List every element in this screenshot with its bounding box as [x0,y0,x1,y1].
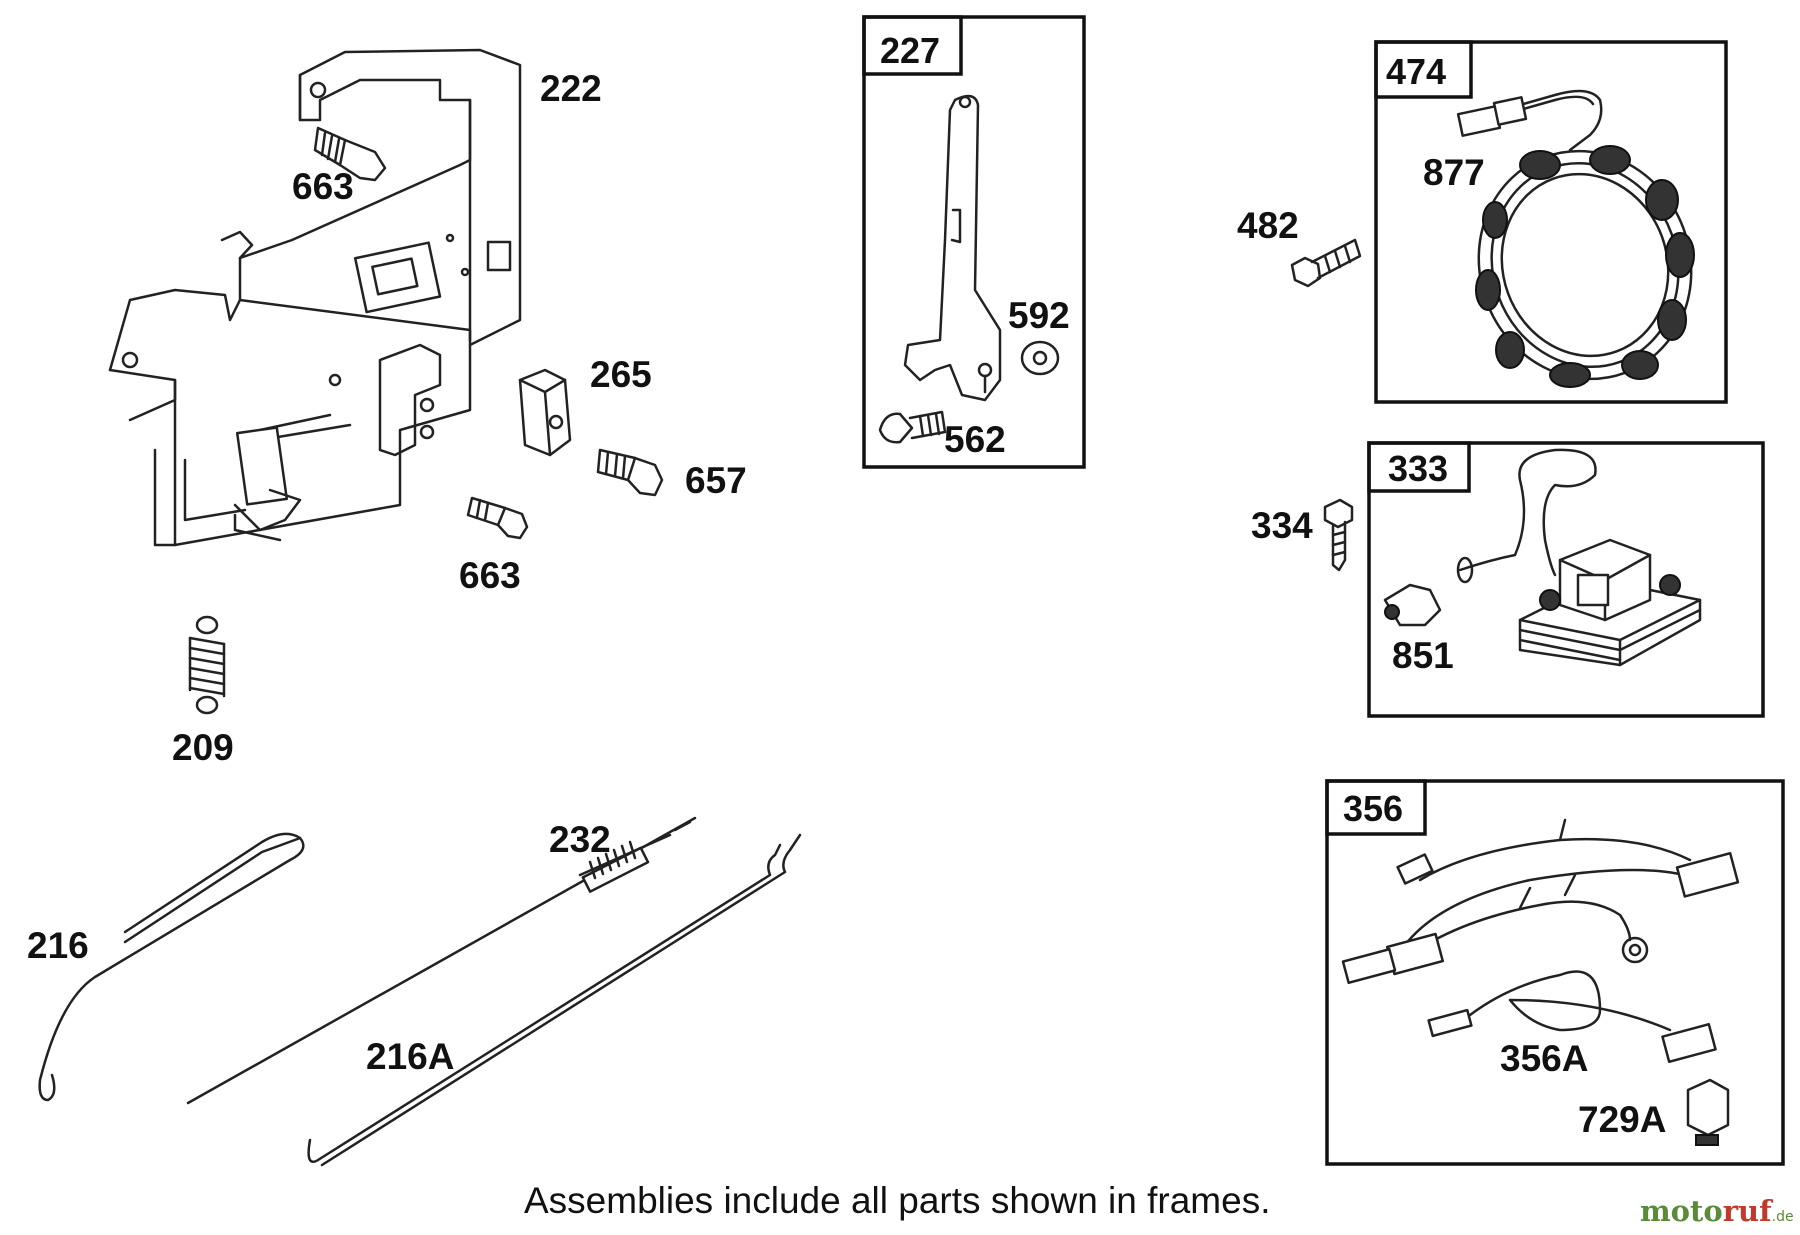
control-bracket-drawing [108,48,522,547]
callout-663-lower: 663 [459,555,521,596]
assembly-frame-333 [1367,441,1765,718]
frame-label-227: 227 [880,30,940,71]
wire-232-drawing [186,816,697,1105]
watermark-logo: motoruf.de [1640,1194,1794,1228]
svg-text:motoruf.de: motoruf.de [1640,1194,1794,1228]
callout-729a: 729A [1578,1099,1666,1140]
watermark-part2: ruf [1723,1194,1774,1228]
callout-232: 232 [549,819,611,860]
watermark-suffix: .de [1772,1209,1794,1225]
screw-657-drawing [596,448,664,497]
link-rod-216-drawing [38,832,305,1102]
callout-216a: 216A [366,1036,454,1077]
watermark-part1: moto [1640,1194,1723,1228]
assembly-frame-356 [1325,779,1785,1166]
assembly-frame-474 [1374,40,1728,404]
clip-265-drawing [518,368,572,457]
frame-label-474: 474 [1386,51,1446,92]
spring-209-drawing [188,615,226,715]
screw-334-drawing [1323,498,1354,572]
callout-334: 334 [1251,505,1313,546]
callout-482: 482 [1237,205,1299,246]
rod-216a-drawing [307,833,802,1167]
callout-851: 851 [1392,635,1454,676]
callout-265: 265 [590,354,652,395]
screw-663-upper-drawing [313,126,387,182]
callout-592: 592 [1008,295,1070,336]
callout-663-upper: 663 [292,166,354,207]
callout-209: 209 [172,727,234,768]
assembly-frame-227 [862,15,1086,469]
frame-label-356: 356 [1343,788,1403,829]
callout-216: 216 [27,925,89,966]
callout-877: 877 [1423,152,1485,193]
callout-356a: 356A [1500,1038,1588,1079]
callout-222: 222 [540,68,602,109]
screw-663-lower-drawing [466,496,529,540]
callout-562: 562 [944,419,1006,460]
callout-657: 657 [685,460,747,501]
footer-note: Assemblies include all parts shown in fr… [524,1180,1271,1221]
frame-label-333: 333 [1388,448,1448,489]
bolt-482-drawing [1290,238,1362,288]
